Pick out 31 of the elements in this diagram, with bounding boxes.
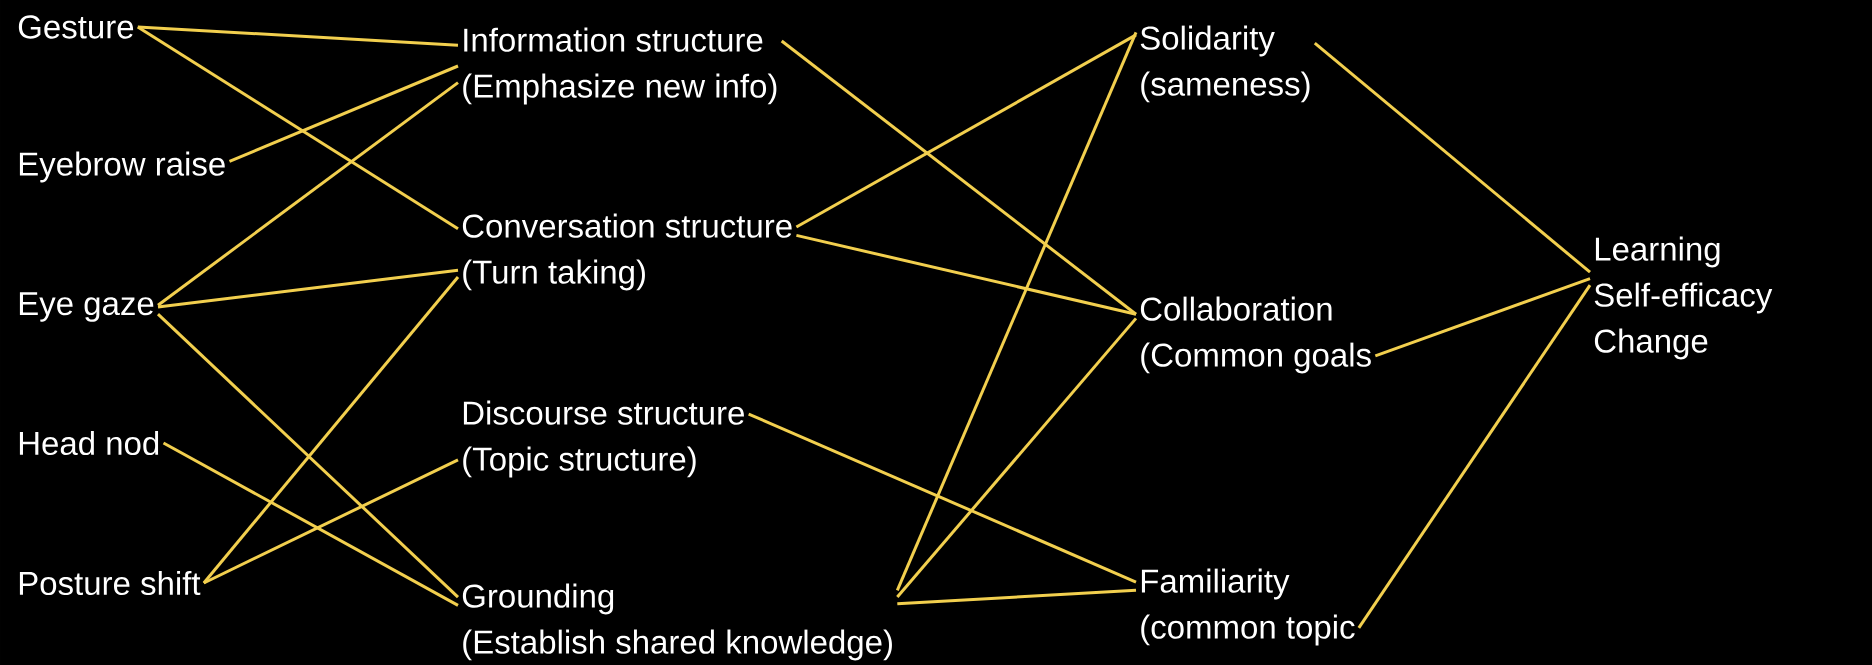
connector-line	[1374, 277, 1591, 358]
connector-line	[1357, 284, 1592, 629]
node-label: Eye gaze	[19, 292, 154, 322]
node-label: Collaboration (Common goals	[1140, 296, 1371, 374]
node-label: Head nod	[19, 430, 159, 456]
connector-line	[157, 268, 459, 309]
connector-line	[748, 412, 1137, 584]
node-label: Gesture	[18, 15, 134, 39]
node-label: Information structure (Emphasize new info)	[463, 27, 777, 105]
connector-line	[137, 25, 459, 47]
connector-line	[1313, 42, 1591, 274]
node-label: Eyebrow raise	[19, 151, 225, 183]
connector-line	[896, 317, 1138, 599]
connector-line	[796, 233, 1137, 316]
connector-line	[897, 588, 1137, 606]
connector-line	[137, 25, 459, 230]
connector-line	[156, 313, 460, 599]
node-label: Grounding (Establish shared knowledge)	[462, 583, 892, 661]
connector-line	[780, 39, 1137, 316]
connector-line	[228, 64, 459, 163]
connector-line	[162, 441, 459, 607]
connector-line	[202, 276, 460, 584]
node-label: Solidarity (sameness)	[1140, 25, 1310, 103]
node-label: Discourse structure (Topic structure)	[463, 400, 744, 478]
node-label: Conversation structure (Turn taking)	[462, 213, 792, 291]
node-label: Posture shift	[19, 570, 201, 596]
node-label: Learning Self-efficacy Change	[1594, 236, 1773, 360]
connector-line	[203, 458, 459, 585]
node-label: Familiarity (common topic	[1141, 568, 1355, 646]
connector-line	[157, 81, 459, 307]
connector-line	[895, 31, 1138, 591]
